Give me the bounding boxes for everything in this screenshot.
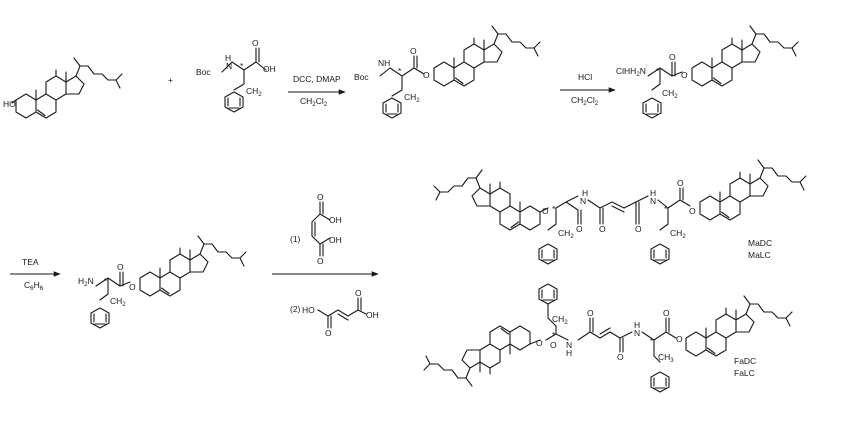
hydroxyl-label: HO [3,99,16,109]
chiral-star-3: * [656,66,660,76]
right-ester-o: O [689,206,696,216]
f-right-carbonyl-o: O [663,308,670,318]
chiral-star: * [240,61,244,71]
step1-reagents: DCC, DMAP [293,74,341,84]
fumaric-acid-structure [317,297,367,329]
f-right-ester-o: O [676,334,683,344]
maleic-oh2: OH [329,235,342,245]
fumaramide-dimer-structure [423,283,793,393]
fumaric-oh: OH [366,310,379,320]
step2-reagent: HCl [578,72,592,82]
ch2-label: CH2 [246,86,262,98]
f-ch2-label: CH2 [552,314,568,326]
amine-n-label: N [226,61,232,71]
boc-label: Boc [196,67,211,77]
malc-label: MaLC [748,250,771,260]
salt-o-label: O [669,52,676,62]
boc-label-2: Boc [354,72,369,82]
chiral-star-7: * [552,330,556,340]
f-left-n: N [566,340,572,350]
chiral-star-6: * [104,276,108,286]
plus-sign: + [168,75,173,85]
amine-h-label: H [225,53,231,63]
fumaric-ho: HO [302,305,315,315]
fadc-label: FaDC [734,356,756,366]
f-amide-o1: O [587,308,594,318]
amine-o2-label: O [129,282,136,292]
step1-solvent: CH2Cl2 [300,96,328,108]
f-left-carbonyl-o: O [550,340,557,350]
ch2-label-4: CH2 [558,228,574,240]
left-o-label: O [542,206,549,216]
fumaric-o1: O [325,328,332,338]
ch2-label-6: CH2 [110,296,126,308]
boc-phe-cholesteryl-ester [379,25,541,119]
chiral-star-5: * [664,204,668,214]
ch2-label-5: CH2 [670,228,686,240]
h2n-label: H2N [78,276,94,288]
chiral-star-8: * [650,336,654,346]
ester-o-label: O [410,46,417,56]
left-carbonyl-o: O [576,224,583,234]
maleic-acid-structure [311,201,331,257]
boc-phenylalanine-structure [221,47,267,113]
maleic-o2: O [317,256,324,266]
free-amine-phe-cholesteryl-ester [90,235,247,329]
chiral-star-4: * [552,204,556,214]
f-right-n: N [634,328,640,338]
ch2-label-2: CH2 [404,92,420,104]
maleic-oh1: OH [329,215,342,225]
step3-solvent: C6H6 [24,280,44,292]
amine-o-label: O [117,262,124,272]
acid-oh-label: OH [263,64,276,74]
amide-o2-label: O [635,224,642,234]
salt-o2-label: O [681,70,688,80]
step3-reagent: TEA [22,257,39,267]
maleamide-dimer-structure [433,159,807,265]
f-left-h: H [566,348,572,358]
ester-o2-label: O [423,70,430,80]
ch2-label-3: CH2 [662,88,678,100]
hcl-salt-phe-cholesteryl-ester [642,25,799,119]
f-ch3-label: CH3 [658,352,674,364]
chiral-star-2: * [398,66,402,76]
amide-o-label: O [599,224,606,234]
madc-label: MaDC [748,238,772,248]
right-n-label: N [650,196,656,206]
maleic-o1: O [317,192,324,202]
left-h-label: H [582,188,588,198]
right-h-label: H [650,188,656,198]
nh-label: NH [378,58,390,68]
f-amide-o2: O [617,352,624,362]
fumaric-o2: O [355,288,362,298]
option-2-label: (2) [290,304,301,314]
cholesterol-structure [11,57,123,119]
f-right-h: H [634,320,640,330]
step2-solvent: CH2Cl2 [571,95,599,107]
left-n-label: N [580,196,586,206]
option-1-label: (1) [290,234,301,244]
f-left-o: O [536,338,543,348]
falc-label: FaLC [734,368,755,378]
clhh2n-label: ClHH2N [616,66,646,78]
right-carbonyl-o: O [677,178,684,188]
carbonyl-o-label: O [252,38,259,48]
